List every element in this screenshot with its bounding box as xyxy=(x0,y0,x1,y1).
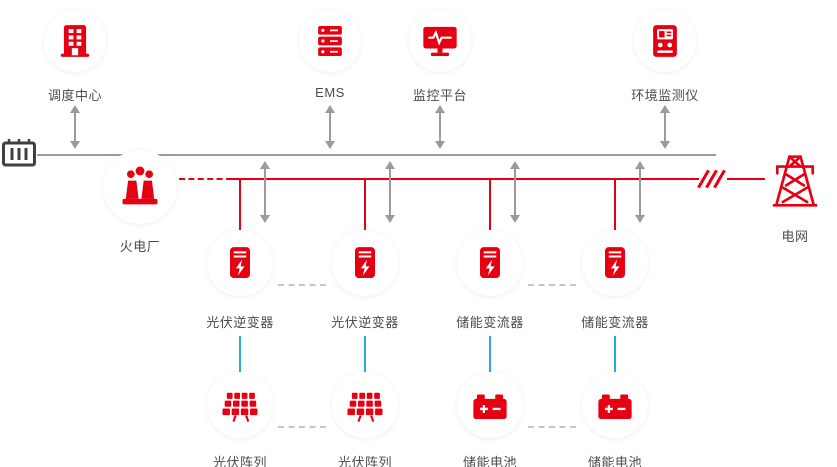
node-label: 光伏阵列 xyxy=(212,455,267,467)
node-circle xyxy=(299,10,361,72)
dc-link-line xyxy=(239,336,241,374)
comm-arrow xyxy=(260,161,270,223)
node-environment-monitor: 环境监测仪 xyxy=(605,10,725,104)
storage-converter-icon xyxy=(605,247,625,278)
dc-link-line xyxy=(489,336,491,374)
pv-inverter-icon xyxy=(230,247,250,278)
node-label: 环境监测仪 xyxy=(631,88,699,103)
continuation-dashes xyxy=(278,284,326,286)
node-circle xyxy=(103,150,177,224)
pv-inverter-icon xyxy=(355,247,375,278)
comm-arrow xyxy=(325,105,335,149)
power-bus-line xyxy=(232,178,700,180)
node-label: EMS xyxy=(315,85,345,100)
node-label: 光伏逆变器 xyxy=(331,315,399,330)
comm-arrow xyxy=(70,105,80,149)
communication-bus-line xyxy=(34,154,716,156)
node-label: 储能电池 xyxy=(587,455,642,467)
comm-arrow xyxy=(660,105,670,149)
node-pv-array-2: 光伏阵列 xyxy=(305,372,425,467)
node-thermal-plant: 火电厂 xyxy=(80,150,200,255)
node-power-grid: 电网 xyxy=(735,150,837,245)
node-circle xyxy=(44,10,106,72)
node-label: 储能电池 xyxy=(462,455,517,467)
transmission-tower-icon xyxy=(772,155,818,207)
comm-arrow xyxy=(435,105,445,149)
node-circle xyxy=(582,372,648,438)
power-drop-line xyxy=(489,180,491,232)
node-circle xyxy=(457,372,523,438)
pv-array-icon xyxy=(222,392,258,422)
power-bus-dashed-segment xyxy=(179,178,232,180)
node-circle xyxy=(207,230,273,296)
node-pv-array-1: 光伏阵列 xyxy=(180,372,300,467)
node-storage-battery-1: 储能电池 xyxy=(430,372,550,467)
power-bus-line-to-grid xyxy=(726,178,765,180)
node-pv-inverter-1: 光伏逆变器 xyxy=(180,230,300,331)
continuation-dashes xyxy=(278,426,326,428)
node-dispatch-center: 调度中心 xyxy=(15,10,135,104)
node-storage-converter-1: 储能变流器 xyxy=(430,230,550,331)
node-circle xyxy=(409,10,471,72)
node-storage-battery-2: 储能电池 xyxy=(555,372,675,467)
node-label: 光伏阵列 xyxy=(337,455,392,467)
continuation-dashes xyxy=(528,426,576,428)
node-monitoring-platform: 监控平台 xyxy=(380,10,500,104)
node-pv-inverter-2: 光伏逆变器 xyxy=(305,230,425,331)
node-storage-converter-2: 储能变流器 xyxy=(555,230,675,331)
storage-converter-icon xyxy=(480,247,500,278)
environment-monitor-icon xyxy=(653,25,677,57)
comm-arrow xyxy=(385,161,395,223)
node-label: 电网 xyxy=(781,229,809,244)
node-circle xyxy=(332,372,398,438)
power-drop-line xyxy=(614,180,616,232)
node-label: 光伏逆变器 xyxy=(206,315,274,330)
monitoring-platform-icon xyxy=(423,26,457,56)
ems-server-icon xyxy=(318,25,342,57)
node-circle xyxy=(457,230,523,296)
thermal-plant-icon xyxy=(122,166,158,205)
dispatch-center-icon xyxy=(60,25,90,57)
node-label: 调度中心 xyxy=(47,88,102,103)
node-circle xyxy=(332,230,398,296)
node-label: 储能变流器 xyxy=(456,315,524,330)
data-collector-icon xyxy=(1,137,37,176)
node-label: 火电厂 xyxy=(119,239,161,254)
power-drop-line xyxy=(364,180,366,232)
node-label: 监控平台 xyxy=(412,88,467,103)
comm-arrow xyxy=(510,161,520,223)
power-drop-line xyxy=(239,180,241,232)
node-ems: EMS xyxy=(270,10,390,100)
node-circle xyxy=(634,10,696,72)
node-label: 储能变流器 xyxy=(581,315,649,330)
dc-link-line xyxy=(364,336,366,374)
comm-arrow xyxy=(635,161,645,223)
storage-battery-icon xyxy=(598,394,632,419)
pv-array-icon xyxy=(347,392,383,422)
dc-link-line xyxy=(614,336,616,374)
node-circle xyxy=(582,230,648,296)
continuation-dashes xyxy=(528,284,576,286)
node-circle xyxy=(207,372,273,438)
storage-battery-icon xyxy=(473,394,507,419)
